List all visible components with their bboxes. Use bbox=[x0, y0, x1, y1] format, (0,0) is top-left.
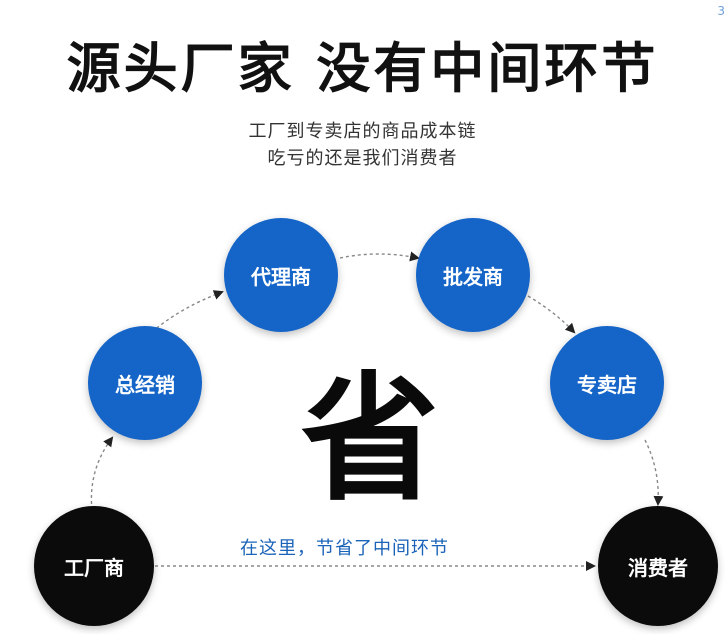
node-consumer: 消费者 bbox=[598, 506, 718, 626]
arrow-store-to-consumer bbox=[644, 439, 664, 506]
node-factory-label: 工厂商 bbox=[64, 555, 124, 580]
arrow-agent-to-wholesaler bbox=[339, 251, 420, 262]
arrow-factory-to-general bbox=[90, 436, 114, 511]
node-agent-label: 代理商 bbox=[251, 264, 311, 289]
node-general-distributor: 总经销 bbox=[88, 326, 202, 440]
arrow-wholesaler-to-store bbox=[527, 295, 576, 334]
arrow-general-to-agent bbox=[151, 290, 224, 333]
node-wholesaler-label: 批发商 bbox=[443, 264, 503, 289]
corner-mark: 3 bbox=[717, 4, 725, 18]
subtitle-line-2: 吃亏的还是我们消费者 bbox=[267, 148, 458, 169]
subtitle-line-1: 工厂到专卖店的商品成本链 bbox=[248, 121, 477, 142]
node-agent: 代理商 bbox=[224, 218, 338, 332]
tagline: 在这里，节省了中间环节 bbox=[240, 538, 449, 559]
node-wholesaler: 批发商 bbox=[416, 218, 530, 332]
node-store-label: 专卖店 bbox=[577, 372, 637, 397]
center-save-char: 省 bbox=[300, 359, 439, 520]
node-general-distributor-label: 总经销 bbox=[115, 372, 175, 397]
node-factory: 工厂商 bbox=[34, 506, 154, 626]
node-store: 专卖店 bbox=[550, 326, 664, 440]
node-consumer-label: 消费者 bbox=[628, 555, 688, 580]
headline: 源头厂家 没有中间环节 bbox=[66, 37, 659, 100]
